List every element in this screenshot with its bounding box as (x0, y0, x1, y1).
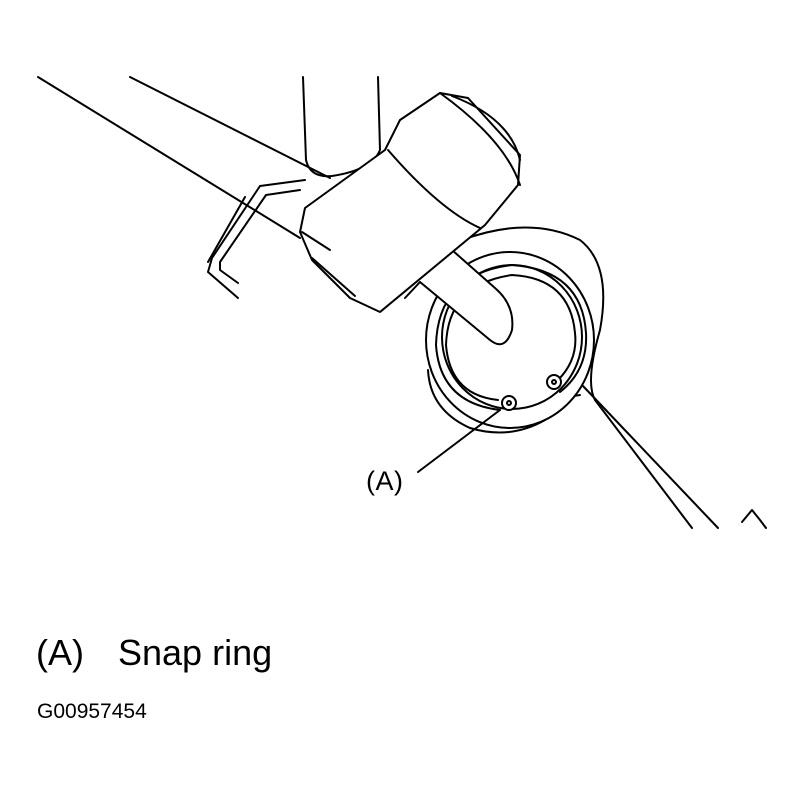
legend-key: (A) (36, 632, 84, 673)
pliers-jaw-pin (404, 249, 514, 346)
callout-label-a: (A) (366, 466, 404, 496)
callout-leader-line (417, 409, 501, 473)
snap-ring-removal-illustration (37, 76, 767, 529)
legend-text: Snap ring (118, 632, 273, 673)
pliers-lever-arm (37, 76, 331, 239)
legend-entry: (A) Snap ring (36, 632, 272, 674)
snap-ring (435, 264, 588, 411)
figure-id: G00957454 (37, 700, 147, 723)
pliers-head (299, 92, 521, 313)
pliers-hook-end (207, 179, 306, 299)
